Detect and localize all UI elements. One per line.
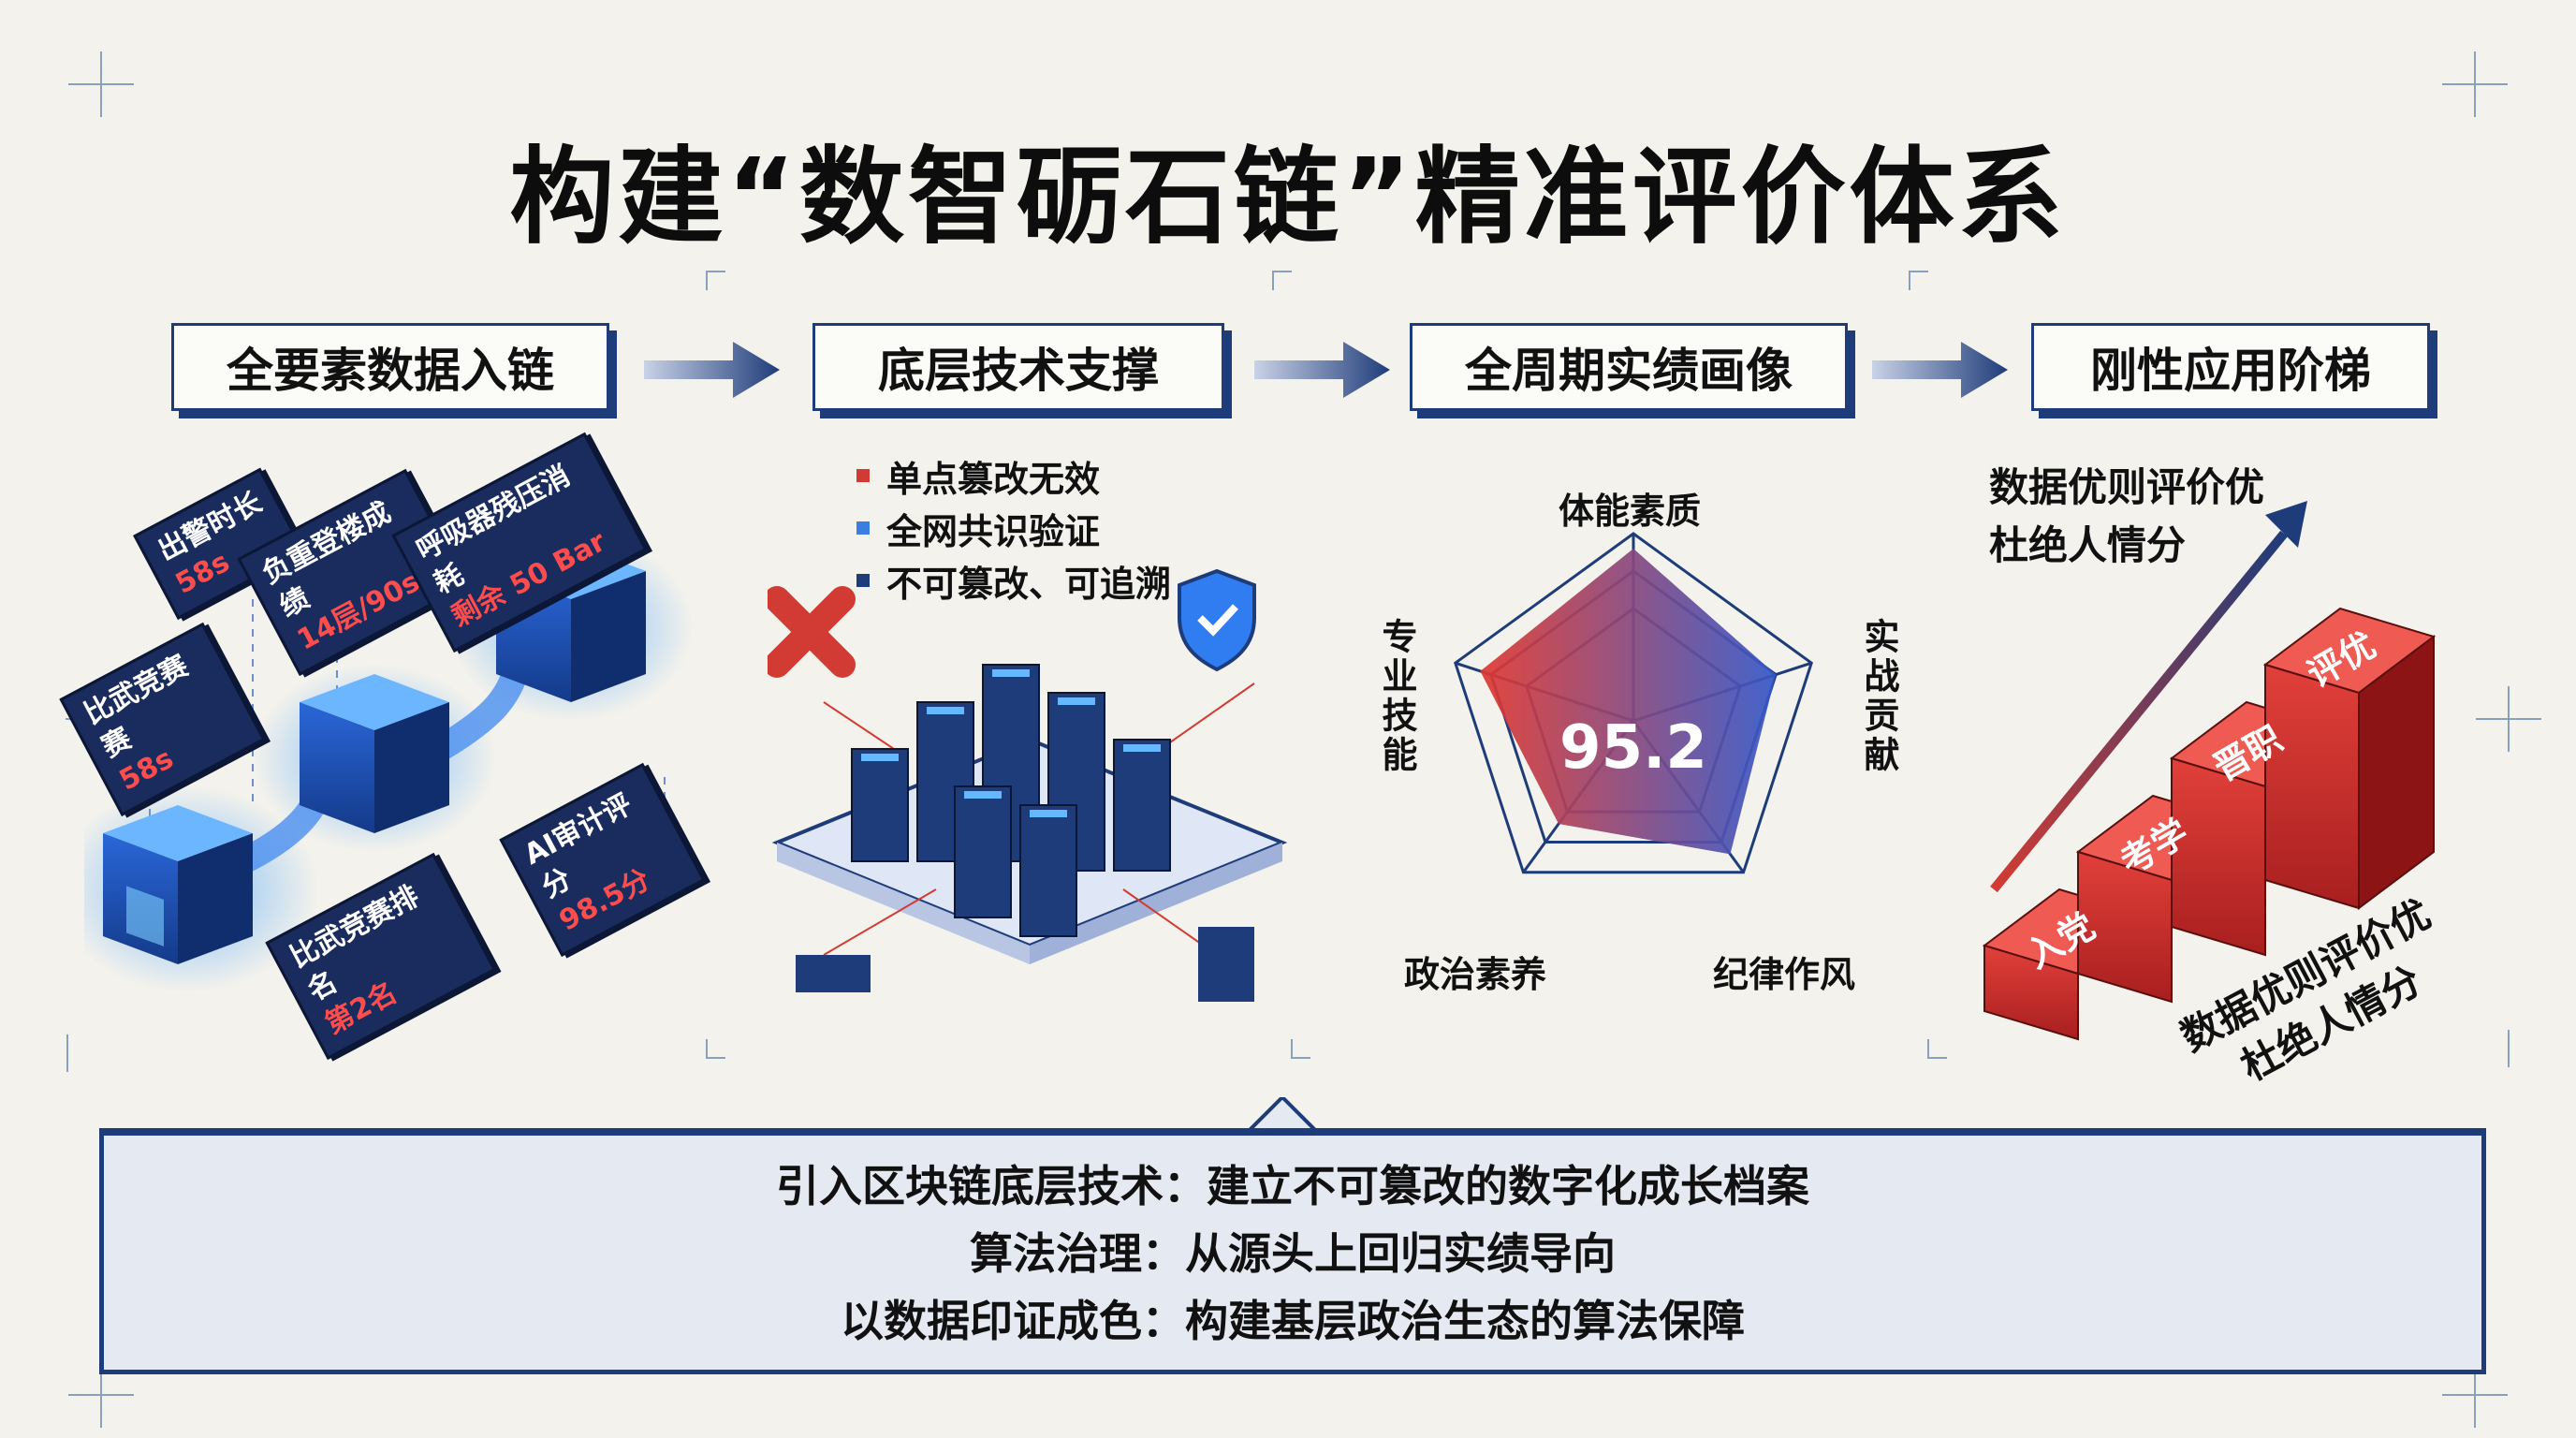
step-tech-support: 底层技术支撑	[812, 323, 1224, 411]
flow-arrow-2	[1254, 342, 1390, 398]
radar-axis-physical: 体能素质	[1559, 491, 1702, 532]
shield-check-icon	[1178, 568, 1256, 672]
tech-bullet-1: 单点篡改无效	[856, 449, 1171, 502]
tech-bullet-3: 不可篡改、可追溯	[856, 554, 1171, 607]
flow-arrow-1	[644, 342, 780, 398]
tamper-x-icon	[768, 586, 856, 678]
ladder-illustration: 入党 考学 晋职 评优	[1982, 501, 2437, 1041]
server-network-illustration	[768, 568, 1288, 1002]
radar-data-polygon	[1480, 549, 1777, 855]
radar-axis-combat: 实战贡献	[1858, 618, 1899, 775]
radar-grid-ring	[1454, 532, 1813, 874]
blockchain-illustration	[84, 534, 693, 992]
radar-axis-political: 政治素养	[1404, 954, 1547, 995]
chain-block-2	[300, 674, 449, 833]
summary-panel: 引入区块链底层技术：建立不可篡改的数字化成长档案 算法治理：从源头上回归实绩导向…	[99, 1128, 2486, 1374]
step-application-ladder: 刚性应用阶梯	[2031, 323, 2430, 411]
ladder-arrow-text: 数据优则评价优杜绝人情分	[1989, 464, 2265, 568]
page-title: 构建“数智砺石链”精准评价体系	[509, 137, 2067, 258]
summary-line-1: 引入区块链底层技术：建立不可篡改的数字化成长档案	[776, 1161, 1809, 1211]
summary-pointer	[1245, 1097, 1320, 1135]
step-data-onchain: 全要素数据入链	[171, 323, 609, 411]
radar-axis-skill: 专业技能	[1376, 618, 1417, 775]
summary-line-2: 算法治理：从源头上回归实绩导向	[970, 1228, 1616, 1279]
tech-bullet-list: 单点篡改无效 全网共识验证 不可篡改、可追溯	[856, 449, 1171, 607]
summary-line-3: 以数据印证成色：构建基层政治生态的算法保障	[841, 1296, 1745, 1346]
radar-chart: 95.2	[1454, 532, 1813, 874]
radar-score: 95.2	[1559, 713, 1707, 783]
tech-bullet-2: 全网共识验证	[856, 502, 1171, 554]
step-performance-profile: 全周期实绩画像	[1410, 323, 1848, 411]
flow-arrow-3	[1872, 342, 2008, 398]
chain-block-1	[103, 805, 253, 964]
radar-axis-discipline: 纪律作风	[1713, 954, 1856, 995]
